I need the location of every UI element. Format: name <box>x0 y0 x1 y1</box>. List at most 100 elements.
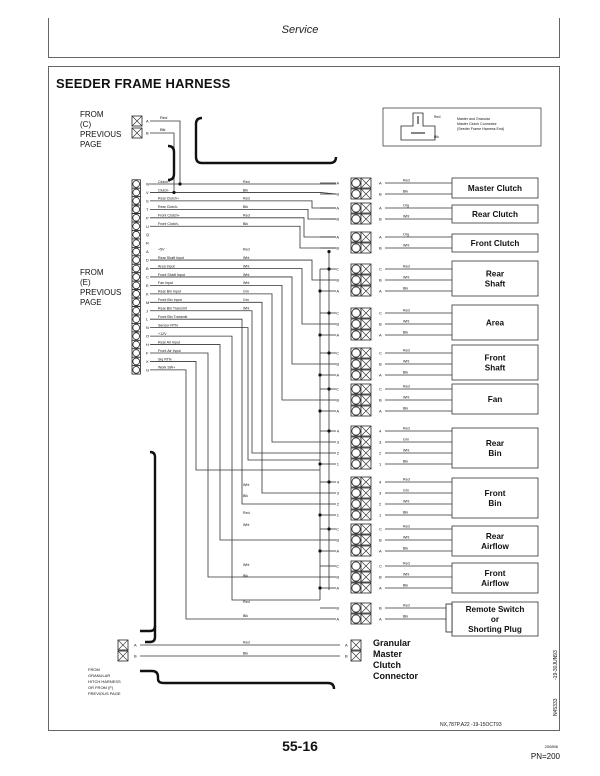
from-e-label: FROM <box>80 268 104 277</box>
splice-dot <box>327 351 331 355</box>
harness-pin-label: A <box>336 181 339 186</box>
pin-cross <box>360 447 372 459</box>
wire-color-label: Wht <box>243 264 249 268</box>
wire-color-label: Blk <box>243 188 248 192</box>
component-pin-label: A <box>379 617 382 622</box>
component-pin-label: 3 <box>379 440 382 445</box>
component-box <box>451 304 539 341</box>
component-name: Shorting Plug <box>468 625 522 634</box>
wire <box>150 200 336 209</box>
from-e-label: (E) <box>80 278 91 287</box>
wire <box>150 259 320 281</box>
wire <box>150 369 320 620</box>
component-wire-color: Red <box>403 427 410 431</box>
harness-pin-label: B <box>336 575 339 580</box>
from-e-label: PAGE <box>80 298 102 307</box>
wire <box>150 208 336 220</box>
component-pin-label: A <box>379 373 382 378</box>
wire-signal-label: +5V <box>158 247 165 251</box>
pin-cross <box>360 188 372 200</box>
harness-pin-label: C <box>336 527 339 532</box>
pin-cross <box>360 274 372 286</box>
granular-connector-label: Connector <box>373 671 418 681</box>
header-frame <box>48 18 560 58</box>
component-wire-color: Red <box>403 604 410 608</box>
main-connector-pin: F <box>146 351 149 356</box>
pin-socket <box>351 189 361 199</box>
component-pin-label: A <box>379 549 382 554</box>
component-pin-label: C <box>379 387 382 392</box>
component-pin-label: B <box>379 217 382 222</box>
component-pin-label: C <box>379 564 382 569</box>
lower-wire-color: Blk <box>243 494 248 498</box>
component-box <box>451 383 539 415</box>
pin-socket <box>351 243 361 253</box>
component-pin-label: B <box>379 246 382 251</box>
wire-signal-label: Rear Air Input <box>158 340 180 344</box>
component-pin-label: C <box>379 267 382 272</box>
pin-socket <box>132 214 141 222</box>
legend-text: Master Clutch Connector <box>457 122 498 126</box>
main-connector-pin: O <box>146 334 149 339</box>
component-pin-label: A <box>379 333 382 338</box>
wire <box>150 344 320 541</box>
pin-cross <box>360 213 372 225</box>
granular-from-label: OR FROM (F) <box>88 685 114 690</box>
legend-text: (Seeder Frame Harness End) <box>457 127 504 131</box>
main-connector-pin: Q <box>146 232 149 237</box>
component-wire-color: Blk <box>403 407 408 411</box>
granular-from-label: FROM <box>88 667 100 672</box>
main-connector-pin: C <box>146 274 149 279</box>
from-c-wire-color: Blk <box>160 127 166 132</box>
splice-dot <box>327 311 331 315</box>
component-name: Rear <box>486 532 505 541</box>
component-name: Shaft <box>485 280 506 289</box>
granular-wire-color: Blk <box>243 652 248 656</box>
pin-cross <box>360 318 372 330</box>
pin-socket <box>351 214 361 224</box>
component-pin-label: 4 <box>379 480 382 485</box>
harness-bracket <box>140 625 157 633</box>
component-wire-color: Blk <box>403 287 408 291</box>
harness-pin-label: 2 <box>337 502 340 507</box>
pin-socket <box>351 477 361 487</box>
component-name: Front <box>485 354 506 363</box>
component-pin-label: B <box>379 538 382 543</box>
lower-wire-color: Blk <box>243 614 248 618</box>
pin-socket <box>351 535 361 545</box>
component-wire-color: Wht <box>403 360 409 364</box>
harness-pin-label: A <box>336 586 339 591</box>
lower-wire-color: Wht <box>243 523 249 527</box>
component-name: Bin <box>488 449 501 458</box>
component-wire-color: Blk <box>403 511 408 515</box>
component-pin-label: A <box>379 181 382 186</box>
lower-wire-color: Red <box>243 600 250 604</box>
component-pin-label: C <box>379 311 382 316</box>
wire-signal-label: Front Clutch- <box>158 222 180 226</box>
from-e-label: PREVIOUS <box>80 288 121 297</box>
pin-cross <box>360 487 372 499</box>
component-pin-label: A <box>379 586 382 591</box>
splice-dot <box>318 586 322 590</box>
pin-socket <box>351 437 361 447</box>
component-wire-color: Blk <box>403 584 408 588</box>
main-connector-pin: N <box>146 325 149 330</box>
component-wire-color: Wht <box>403 215 409 219</box>
component-wire-color: Red <box>403 265 410 269</box>
pin-cross <box>350 639 362 651</box>
pin-socket <box>351 499 361 509</box>
main-connector-pin: T <box>146 207 149 212</box>
wire-color-label: Wht <box>243 273 249 277</box>
wire <box>150 192 337 195</box>
pin-socket <box>351 426 361 436</box>
wire-signal-label: Rear Bin Input <box>158 290 181 294</box>
main-connector-pin: G <box>146 367 149 372</box>
wire-color-label: Red <box>243 197 250 201</box>
component-wire-color: Red <box>403 525 410 529</box>
wire-signal-label: Clutch- <box>158 188 170 192</box>
from-c-label: PAGE <box>80 140 102 149</box>
granular-wire-color: Red <box>243 641 250 645</box>
component-box <box>451 177 539 199</box>
pin-cross <box>360 613 372 625</box>
wire-signal-label: Fan Input <box>158 281 173 285</box>
